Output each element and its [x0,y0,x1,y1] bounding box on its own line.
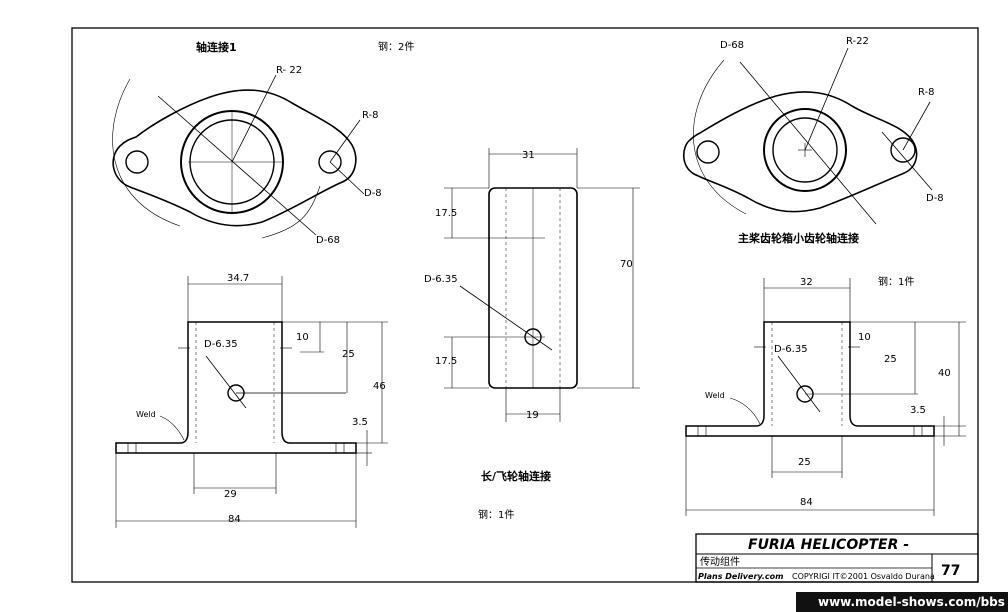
part2-h70-label: 70 [620,259,633,270]
title-copyright: COPYRIGI IT©2001 Osvaldo Durana [792,572,935,581]
sheet-border [71,27,979,583]
part2-h175a-label: 17.5 [435,208,457,219]
part1-h10-label: 10 [296,332,309,343]
part2-view [444,148,640,422]
part1-front-view [115,276,388,528]
part1-r8-label: R-8 [362,110,379,121]
part3-title: 主桨齿轮箱小齿轮轴连接 [738,231,859,245]
part2-w19-label: 19 [526,410,539,421]
part3-weld-label: Weld [705,391,725,400]
part3-top-view [682,47,933,225]
part3-front-view [685,278,966,516]
part3-w84-label: 84 [800,497,813,508]
part1-h46-label: 46 [373,381,386,392]
part1-d68-label: D-68 [316,235,340,246]
part1-h25-label: 25 [342,349,355,360]
part1-weld-label: Weld [136,410,156,419]
part3-h35-label: 3.5 [910,405,926,416]
part1-w347-label: 34.7 [227,273,249,284]
part3-r8-label: R-8 [918,87,935,98]
title-page-number: 77 [941,563,960,579]
part3-h25-label: 25 [884,354,897,365]
part1-d635-label: D-6.35 [204,339,238,350]
title-subtitle: 传动组件 [700,555,740,568]
part3-qty: 钢：1件 [878,275,914,288]
part2-d635-label: D-6.35 [424,274,458,285]
title-brand: FURIA HELICOPTER - [748,537,909,553]
part3-h40-label: 40 [938,368,951,379]
part3-r22-label: R-22 [846,36,869,47]
part2-title: 长/飞轮轴连接 [481,469,551,483]
part1-top-view [112,74,365,239]
part1-d8-label: D-8 [364,188,382,199]
part1-r22-label: R- 22 [276,65,302,76]
part3-w25-label: 25 [798,457,811,468]
part2-qty: 钢：1件 [478,508,514,521]
title-site: Plans Delivery.com [698,572,783,581]
part1-title: 轴连接1 [196,40,237,54]
part1-w84-label: 84 [228,514,241,525]
part1-w29-label: 29 [224,489,237,500]
part3-h10-label: 10 [858,332,871,343]
part3-d8-label: D-8 [926,193,944,204]
part2-w31-label: 31 [522,150,535,161]
watermark-text: www.model-shows.com/bbs [818,595,1005,609]
part3-w32-label: 32 [800,277,813,288]
title-block [695,533,979,583]
part1-h35-label: 3.5 [352,417,368,428]
watermark-strip [796,592,1008,612]
part2-h175b-label: 17.5 [435,356,457,367]
part1-qty: 钢：2件 [378,40,414,53]
part3-d68-label: D-68 [720,40,744,51]
part3-d635-label: D-6.35 [774,344,808,355]
